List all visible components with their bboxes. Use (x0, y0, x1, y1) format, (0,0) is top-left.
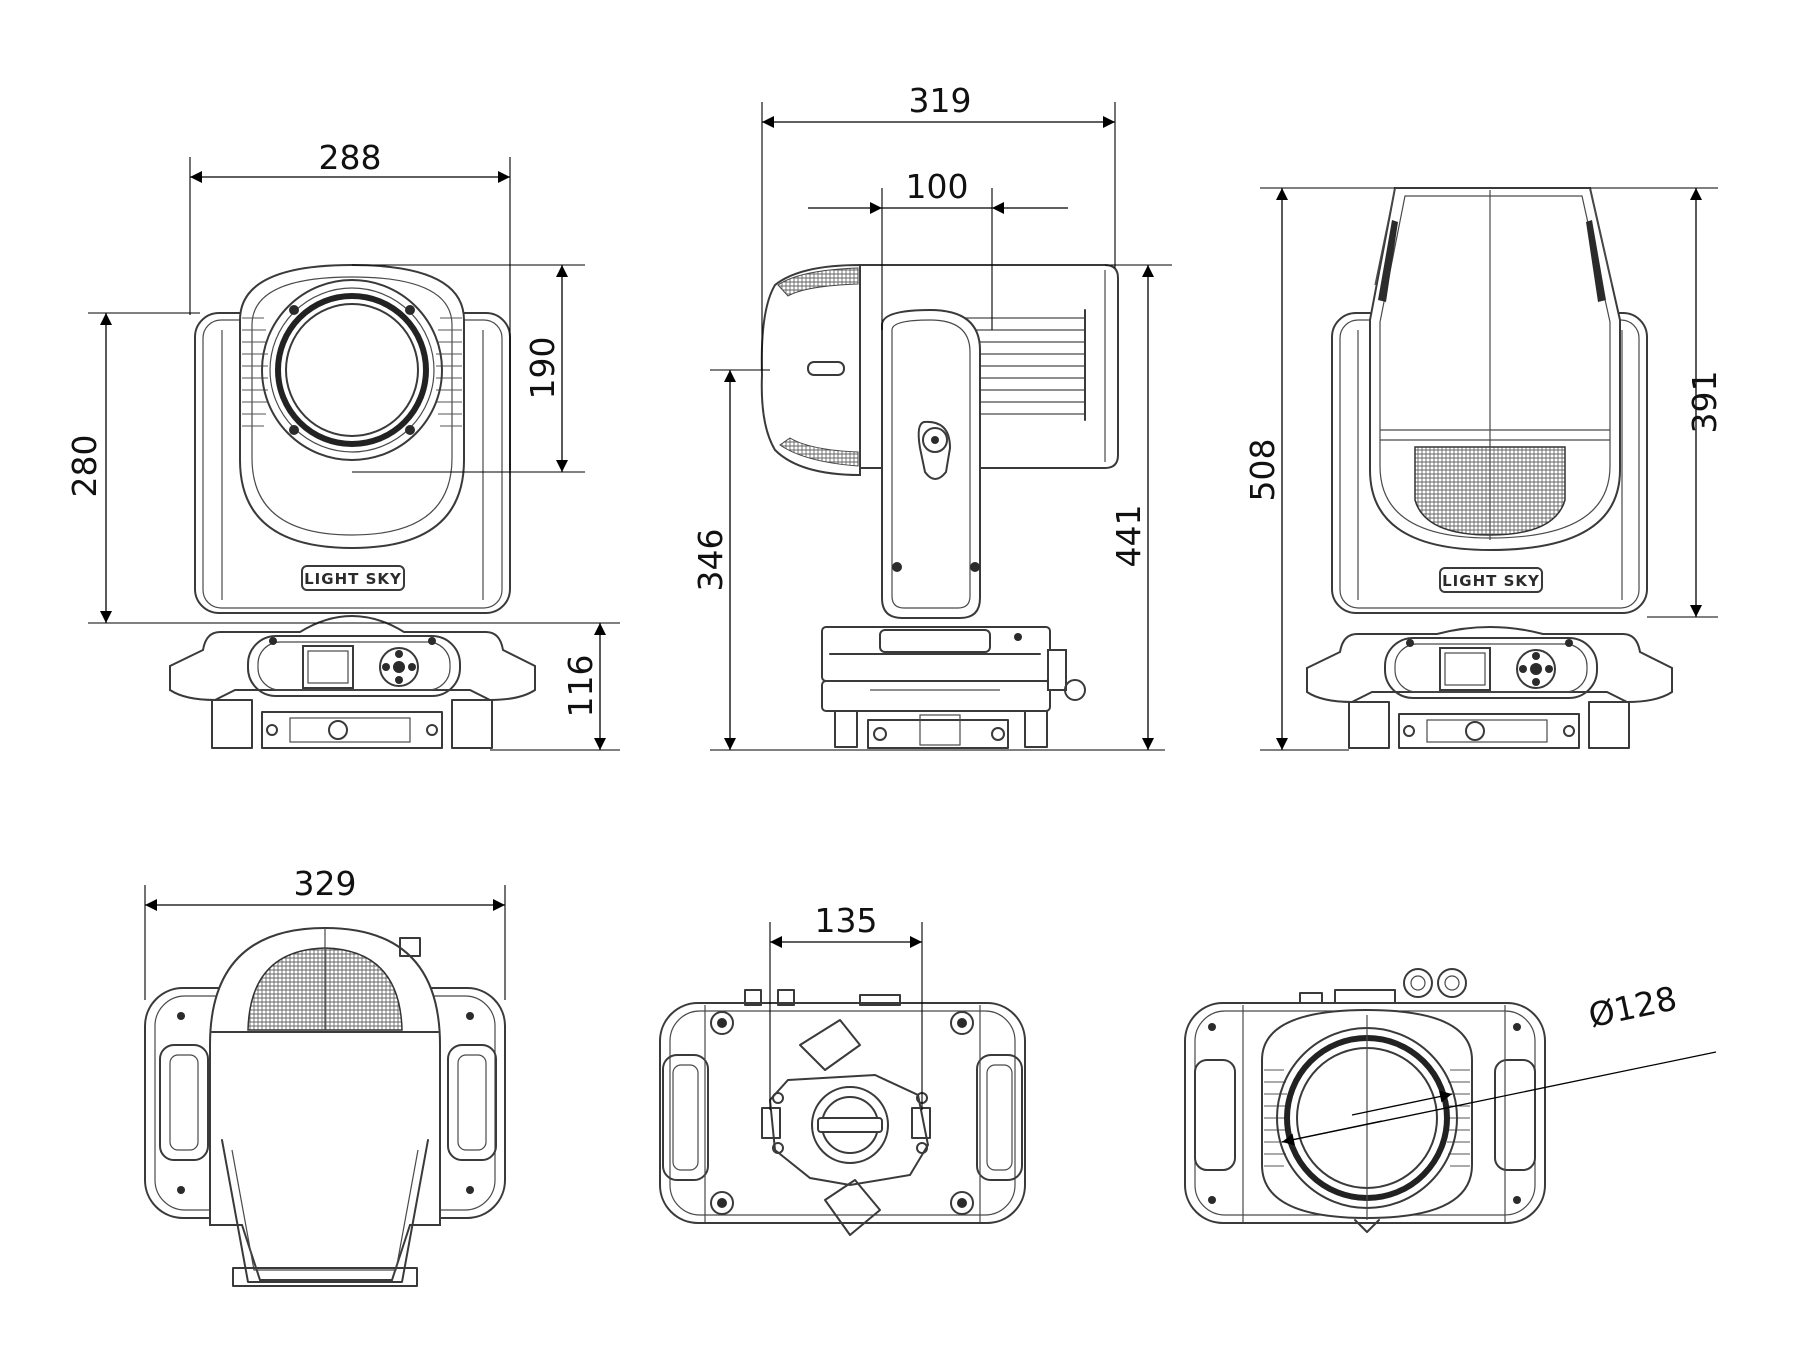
top-dimensions: 329 (144, 864, 506, 1000)
dim-back-head-height: 391 (1685, 371, 1724, 434)
bottom-view (659, 989, 1026, 1236)
side-dimensions: 319 100 346 441 (691, 81, 1172, 751)
dim-side-total-height: 441 (1109, 505, 1148, 568)
dim-front-width: 288 (319, 138, 382, 177)
dim-side-arm-width: 100 (906, 167, 969, 206)
dim-lens-diameter: Ø128 (1585, 978, 1680, 1035)
dim-side-total-width: 319 (909, 81, 972, 120)
dim-back-total-height: 508 (1243, 439, 1282, 502)
side-view (760, 263, 1119, 749)
dim-side-pivot-height: 346 (691, 529, 730, 592)
front-view: LIGHT SKY (169, 263, 536, 749)
dim-front-lens-height: 190 (523, 337, 562, 400)
bottom-dimensions: 135 (769, 901, 923, 1110)
lens-view (1184, 968, 1546, 1233)
back-view: LIGHT SKY (1306, 187, 1673, 749)
front-dimensions: 288 280 190 116 (65, 138, 620, 751)
back-logo: LIGHT SKY (1442, 572, 1540, 590)
back-dimensions: 508 391 (1243, 187, 1724, 751)
dim-top-width: 329 (294, 864, 357, 903)
dim-front-base-height: 116 (561, 655, 600, 718)
front-logo: LIGHT SKY (304, 570, 402, 588)
top-view (144, 926, 506, 1287)
dim-bottom-clamp-width: 135 (815, 901, 878, 940)
dim-front-head-height: 280 (65, 435, 104, 498)
